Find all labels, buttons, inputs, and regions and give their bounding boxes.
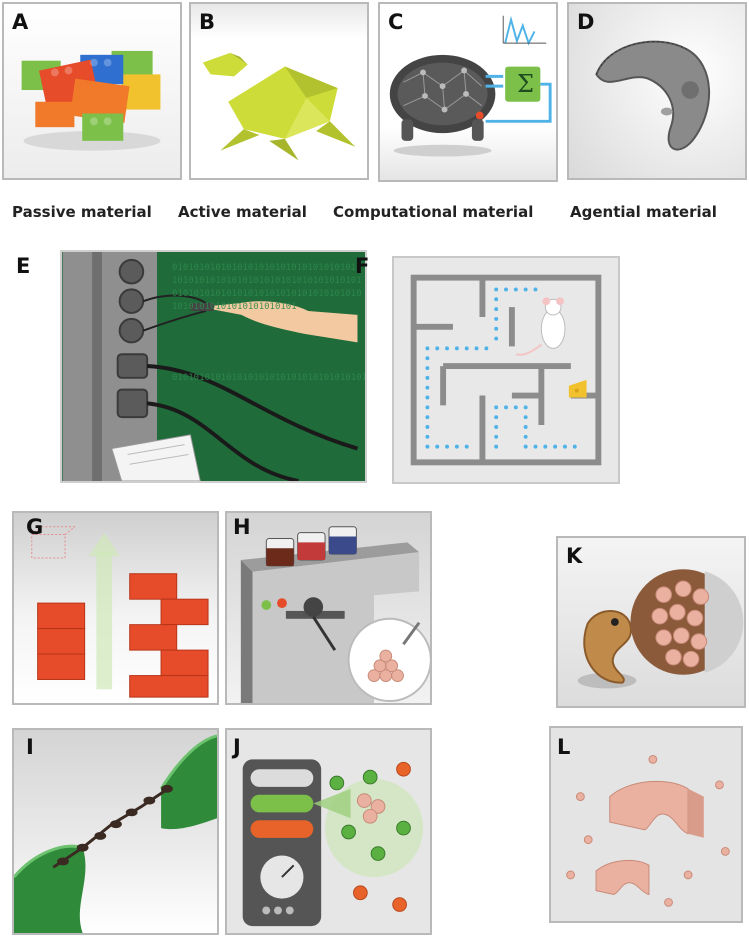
panel-a: A <box>2 2 182 180</box>
panel-i-label: I <box>26 735 34 759</box>
caption-computational-material: Computational material <box>333 203 534 221</box>
binary-text: 0101010101010101010101010101010101010101… <box>172 263 362 312</box>
sigma-symbol: Σ <box>517 70 534 98</box>
caption-agential-material: Agential material <box>570 203 717 221</box>
mouse-maze-icon <box>410 274 602 466</box>
binary-text-2: 0101010101010101010101010101010101010101… <box>172 373 367 383</box>
chemistry-machine-icon <box>242 759 424 927</box>
panel-j <box>225 728 432 935</box>
panel-d-label: D <box>577 10 595 34</box>
lego-tower-icon <box>31 526 209 698</box>
panel-j-label: J <box>233 735 241 759</box>
panel-d: D <box>567 2 747 180</box>
ant-bridge-icon <box>14 734 217 933</box>
caption-passive-material: Passive material <box>12 203 152 221</box>
cell-structure-icon <box>566 754 730 907</box>
panel-l-label: L <box>557 735 571 759</box>
panel-i <box>12 728 219 935</box>
panel-g <box>12 511 219 705</box>
panel-k <box>556 536 746 708</box>
panel-c: C Σ <box>378 2 558 182</box>
panel-e-label-outside: E <box>16 254 31 278</box>
panel-a-label: A <box>12 10 29 34</box>
cell-organism-icon <box>595 40 711 151</box>
panel-g-label: G <box>26 515 44 539</box>
robot-feedback-icon <box>389 15 552 157</box>
origami-frog-icon <box>202 52 356 161</box>
panel-e: 0101010101010101010101010101010101010101… <box>60 250 367 483</box>
computer-plug-icon <box>62 252 359 481</box>
lego-bricks-icon <box>21 50 161 151</box>
panel-k-label: K <box>566 544 583 568</box>
panel-f-label: F <box>355 254 370 278</box>
panel-b-label: B <box>199 10 216 34</box>
caption-active-material: Active material <box>178 203 307 221</box>
panel-h <box>225 511 432 705</box>
panel-b: B <box>189 2 369 180</box>
panel-f <box>392 256 620 484</box>
worm-cells-icon <box>577 569 744 689</box>
panel-c-label: C <box>388 10 404 34</box>
panel-l <box>549 726 743 923</box>
bioprinter-icon <box>240 526 430 703</box>
panel-h-label: H <box>233 515 251 539</box>
